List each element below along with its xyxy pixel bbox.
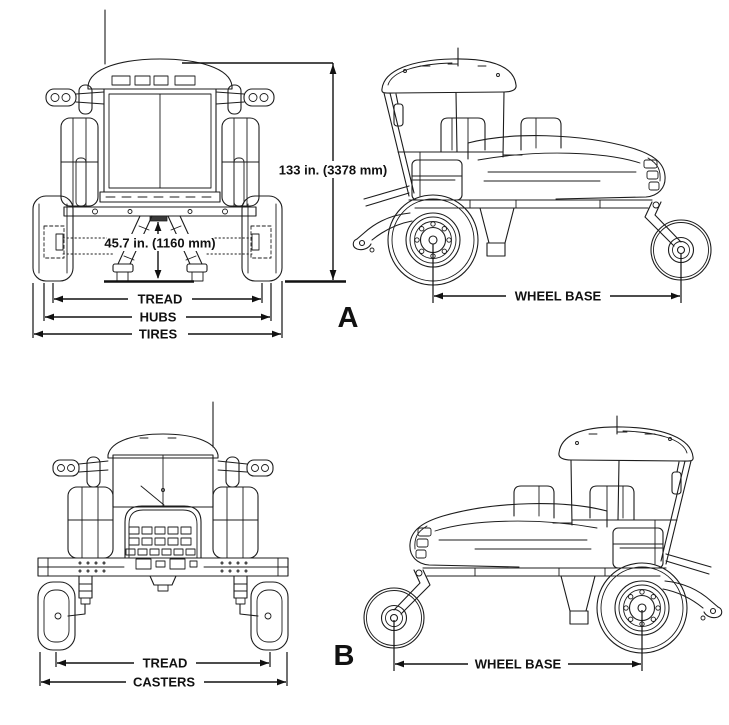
height-dimension-label: 133 in. (3378 mm) <box>279 163 387 178</box>
view-b-side-dimensions: WHEEL BASE <box>393 610 643 672</box>
wheelbase-dimension-label-a: WHEEL BASE <box>515 289 602 304</box>
view-a-front-dimensions: 133 in. (3378 mm) 45.7 in. (1160 mm) TRE… <box>32 62 387 342</box>
wheelbase-dimension-label-b: WHEEL BASE <box>475 657 562 672</box>
tread-dimension-label-a: TREAD <box>138 292 183 307</box>
hubs-dimension-label: HUBS <box>140 310 177 325</box>
view-b-side-drawing <box>363 415 723 654</box>
tires-dimension-label: TIRES <box>139 327 178 342</box>
view-b-front-dimensions: TREAD CASTERS <box>39 652 288 690</box>
view-a-side-drawing <box>352 47 712 286</box>
view-b-front-drawing <box>37 401 289 651</box>
clearance-dimension-label: 45.7 in. (1160 mm) <box>104 236 215 251</box>
view-a-side-dimensions: WHEEL BASE <box>432 244 682 304</box>
view-a-letter: A <box>338 302 359 334</box>
casters-dimension-label: CASTERS <box>133 675 195 690</box>
view-b-letter: B <box>334 640 355 672</box>
tread-dimension-label-b: TREAD <box>143 656 188 671</box>
